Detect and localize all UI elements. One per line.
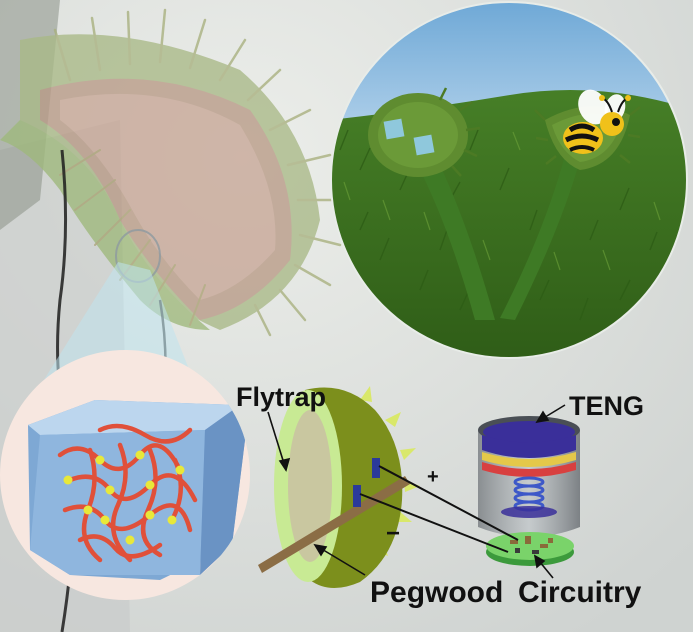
electrode-patch-icon [372, 458, 380, 478]
positive-terminal-sign: + [427, 466, 439, 488]
device-inner-face [288, 410, 332, 562]
bee-icon [563, 89, 631, 154]
circuitry-board [486, 532, 574, 566]
flytrap-label: Flytrap [236, 382, 327, 412]
circuitry-label: Circuitry [518, 576, 642, 609]
arrows [267, 404, 566, 579]
teng-label: TENG [569, 391, 645, 421]
photo-flytrap [0, 8, 342, 337]
electrode-patch-icon [383, 118, 405, 140]
crosslink-points [63, 450, 185, 545]
flytrap-device [258, 386, 420, 589]
electrode-patch-icon [353, 485, 361, 507]
pegwood-label: Pegwood [370, 576, 504, 609]
garden-flytrap-left [368, 87, 481, 177]
wires [359, 465, 519, 553]
electrode-patch-icon [413, 134, 435, 156]
pegwood-stick [258, 476, 410, 573]
negative-terminal-sign: − [386, 520, 401, 547]
hydrogel-block [28, 400, 245, 580]
garden-scene [331, 2, 687, 358]
garden-circle-border [330, 1, 688, 359]
teng-device [478, 416, 580, 537]
